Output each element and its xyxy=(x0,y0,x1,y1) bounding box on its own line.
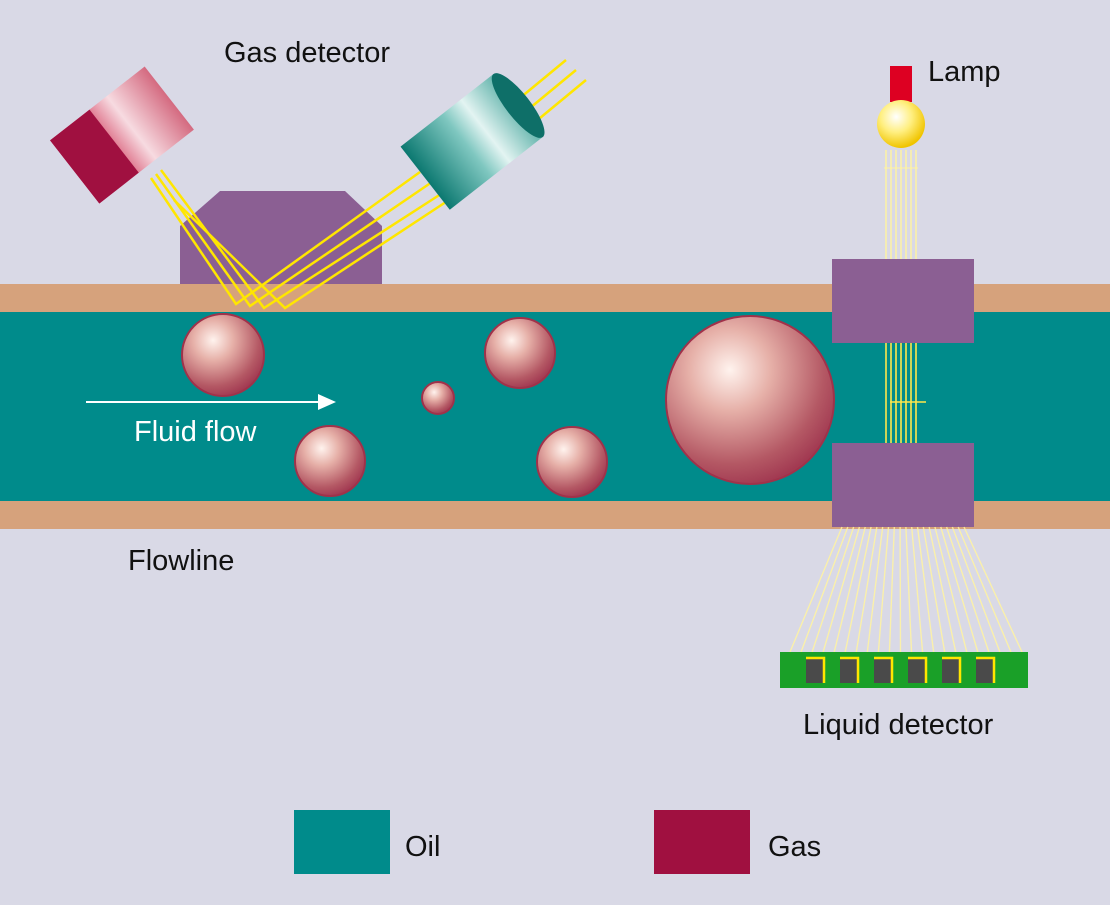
lamp-bulb xyxy=(877,100,925,148)
liquid-detector-upper-window xyxy=(832,259,974,343)
legend-swatch-gas xyxy=(654,810,750,874)
liquid-detector-lower-window xyxy=(832,443,974,527)
fluid-flow-label: Fluid flow xyxy=(134,416,258,448)
gas-bubble xyxy=(485,318,555,388)
liquid-detector-label: Liquid detector xyxy=(803,709,994,741)
gas-bubble xyxy=(422,382,454,414)
gas-bubble xyxy=(666,316,834,484)
legend-label-oil: Oil xyxy=(405,831,440,863)
legend-label-gas: Gas xyxy=(768,831,821,863)
lamp-label: Lamp xyxy=(928,56,1001,88)
lamp-base xyxy=(890,66,912,102)
sensor-cell xyxy=(806,659,824,683)
gas-bubble xyxy=(182,314,264,396)
sensor-cell xyxy=(874,659,892,683)
gas-bubble xyxy=(537,427,607,497)
gas-bubble xyxy=(295,426,365,496)
sensor-cell xyxy=(840,659,858,683)
legend-swatch-oil xyxy=(294,810,390,874)
flowline-label: Flowline xyxy=(128,545,234,577)
sensor-cell xyxy=(908,659,926,683)
sensor-cell xyxy=(942,659,960,683)
gas-detector-label: Gas detector xyxy=(224,37,390,69)
sensor-cell xyxy=(976,659,994,683)
